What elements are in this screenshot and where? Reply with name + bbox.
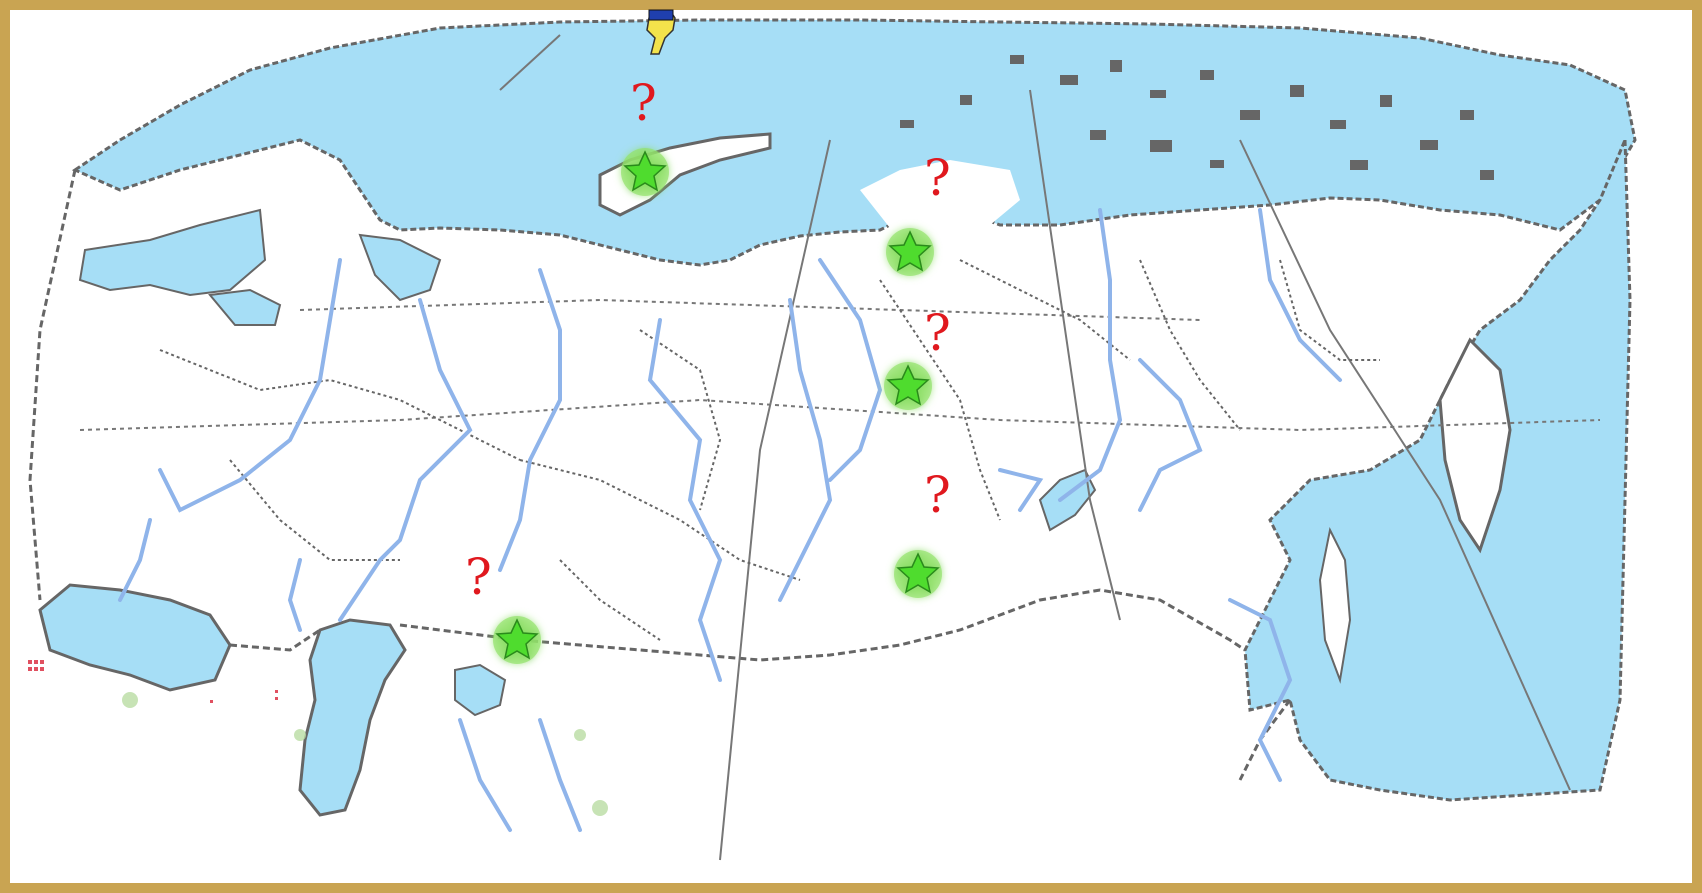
pacific-ocean — [1243, 139, 1632, 802]
aral-sea — [454, 663, 507, 717]
rivers — [118, 208, 1342, 832]
caspian-sea — [298, 618, 407, 817]
baltic-sea — [78, 208, 267, 297]
green-star-icon[interactable] — [493, 616, 541, 664]
green-star-icon[interactable] — [884, 362, 932, 410]
hand-pointer-icon — [646, 9, 676, 55]
question-mark-4: ? — [924, 466, 951, 524]
faint-markers — [122, 692, 608, 816]
white-sea — [358, 233, 442, 302]
arctic-islands — [900, 55, 1494, 180]
sakhalin-island — [1318, 526, 1352, 684]
kamchatka-peninsula — [1438, 337, 1512, 554]
green-star-icon[interactable] — [621, 148, 669, 196]
arctic-ocean — [71, 18, 1637, 267]
lake-ladoga — [208, 288, 282, 326]
taymyr-peninsula — [860, 160, 1020, 230]
question-mark-2: ? — [924, 149, 951, 207]
outer-border — [28, 169, 1292, 781]
green-star-icon[interactable] — [886, 228, 934, 276]
black-sea — [38, 583, 232, 692]
question-mark-1: ? — [630, 74, 657, 132]
grid-lines — [79, 34, 1601, 861]
red-dots — [28, 660, 278, 703]
regional-borders — [159, 259, 1380, 641]
question-mark-5: ? — [465, 548, 492, 606]
green-star-icon[interactable] — [894, 550, 942, 598]
question-mark-3: ? — [924, 304, 951, 362]
